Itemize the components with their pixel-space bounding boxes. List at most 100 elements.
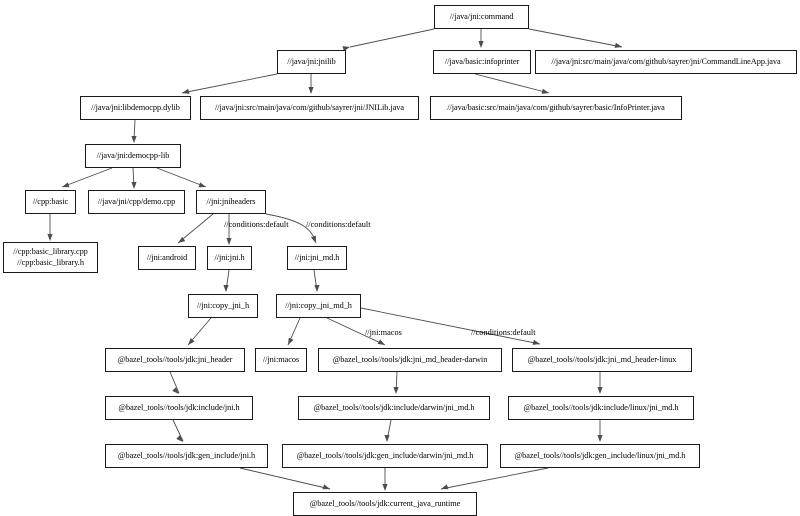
node-label-line: @bazel_tools//tools/jdk:gen_include/darw… [296, 450, 474, 460]
graph-arrowhead [382, 484, 388, 491]
node-label-line: //java/jni:src/main/java/com/github/sayr… [551, 56, 781, 66]
graph-node-jnijnih[interactable]: //jni:jni.h [207, 246, 252, 270]
graph-arrowhead [182, 88, 190, 94]
node-label-line: //jni:copy_jni_h [196, 300, 250, 310]
graph-edge-label-cond-default-jnih: //conditions:default [224, 220, 289, 229]
node-label-line: //jni:android [146, 252, 188, 262]
node-label-line: @bazel_tools//tools/jdk:gen_include/jni.… [117, 450, 256, 460]
graph-node-democpplib[interactable]: //java/jni:democpp-lib [85, 144, 181, 168]
graph-edge-label-cond-default-jnimdh: //conditions:default [306, 220, 371, 229]
node-label-line: //java/jni:libdemocpp.dylib [91, 102, 180, 112]
graph-node-copyjnimdh[interactable]: //jni:copy_jni_md_h [276, 294, 361, 318]
graph-edge-command-to-jnilib [349, 28, 435, 48]
graph-edge-copyjnimdh-to-mdheaderdarwin [326, 317, 386, 346]
graph-node-includedarwin[interactable]: @bazel_tools//tools/jdk:include/darwin/j… [298, 396, 490, 420]
graph-node-genincludedarwin[interactable]: @bazel_tools//tools/jdk:gen_include/darw… [282, 444, 488, 468]
graph-node-infoprinterjava[interactable]: //java/basic:src/main/java/com/github/sa… [430, 96, 682, 120]
node-label-line: //java/basic:infoprinter [444, 56, 520, 66]
graph-edge-jniheaders-to-jniandroid [177, 213, 214, 244]
graph-edge-includejnih-to-geninclude [172, 419, 184, 442]
graph-node-jniheader[interactable]: @bazel_tools//tools/jdk:jni_header [105, 348, 245, 372]
graph-arrowhead [131, 182, 137, 189]
graph-arrowhead [172, 387, 179, 394]
node-label-line: @bazel_tools//tools/jdk:jni_md_header-li… [527, 354, 677, 364]
graph-arrowhead [384, 435, 390, 442]
graph-node-basiclibrary[interactable]: //cpp:basic_library.cpp//cpp:basic_libra… [3, 242, 98, 273]
graph-edge-democpplib-to-cppbasic [61, 167, 113, 188]
graph-node-includelinux[interactable]: @bazel_tools//tools/jdk:include/linux/jn… [508, 396, 694, 420]
graph-arrowhead [288, 337, 294, 345]
node-label-line: //java/basic:src/main/java/com/github/sa… [447, 102, 665, 112]
graph-node-includejnih[interactable]: @bazel_tools//tools/jdk:include/jni.h [105, 396, 253, 420]
node-label-line: @bazel_tools//tools/jdk:include/darwin/j… [313, 402, 475, 412]
graph-arrowhead [393, 387, 399, 394]
graph-node-jnijnimdh[interactable]: //jni:jni_md.h [287, 246, 347, 270]
graph-arrowhead [377, 339, 385, 345]
graph-arrowhead [308, 87, 314, 94]
graph-arrowhead [342, 46, 350, 52]
graph-node-geninclude[interactable]: @bazel_tools//tools/jdk:gen_include/jni.… [105, 444, 268, 468]
graph-edge-infoprinter-to-infoprinterjava [474, 73, 550, 94]
graph-node-genincludelinux[interactable]: @bazel_tools//tools/jdk:gen_include/linu… [500, 444, 700, 468]
graph-node-jnilib[interactable]: //java/jni:jnilib [277, 50, 346, 74]
node-label-line: //jni:jni_md.h [294, 252, 340, 262]
graph-edge-label-jni-macos: //jni:macos [365, 328, 402, 337]
graph-node-command[interactable]: //java/jni:command [434, 5, 529, 29]
graph-edge-label-cond-default-linux: //conditions:default [471, 328, 536, 337]
graph-node-democpp[interactable]: //java/jni/cpp/demo.cpp [88, 190, 185, 214]
node-label-line: //cpp:basic_library.h [17, 257, 84, 267]
graph-node-cmdlineapp[interactable]: //java/jni:src/main/java/com/github/sayr… [535, 50, 797, 74]
node-label-line: //java/jni:democpp-lib [96, 150, 170, 160]
graph-arrowhead [176, 435, 183, 442]
graph-node-jniandroid[interactable]: //jni:android [138, 246, 196, 270]
graph-arrowhead [541, 88, 549, 94]
graph-arrowhead [322, 484, 330, 490]
graph-arrowhead [188, 338, 195, 345]
graph-arrowhead [478, 41, 484, 48]
graph-arrowhead [314, 285, 320, 292]
graph-arrowhead [198, 182, 206, 188]
node-label-line: //cpp:basic_library.cpp [13, 247, 88, 256]
node-label-line: @bazel_tools//tools/jdk:jni_md_header-da… [332, 354, 488, 364]
node-label-line: //jni:jniheaders [206, 196, 256, 206]
node-label-line: //cpp:basic [32, 196, 69, 206]
graph-edge-jniheader-to-includejnih [169, 371, 180, 394]
graph-node-libdemocpp[interactable]: //java/jni:libdemocpp.dylib [80, 96, 191, 120]
graph-arrowhead [441, 484, 449, 490]
graph-edge-genincludelinux-to-currentjavaruntime [440, 467, 549, 490]
graph-arrowhead [62, 182, 70, 188]
graph-arrowhead [131, 136, 137, 143]
graph-arrowhead [310, 235, 316, 243]
graph-arrowhead [532, 339, 540, 345]
graph-node-jnilibjava[interactable]: //java/jni:src/main/java/com/github/sayr… [200, 96, 419, 120]
graph-node-jnimacos[interactable]: //jni:macos [255, 348, 307, 372]
graph-arrowhead [614, 42, 622, 48]
node-label-line: //jni:macos [262, 354, 300, 364]
node-label-line: //jni:jni.h [214, 252, 245, 262]
graph-arrowhead [178, 236, 186, 243]
graph-edge-geninclude-to-currentjavaruntime [239, 467, 331, 490]
graph-edge-copyjnimdh-to-mdheaderlinux [360, 307, 541, 345]
graph-node-infoprinter[interactable]: //java/basic:infoprinter [433, 50, 531, 74]
node-label-line: //java/jni:command [449, 11, 514, 21]
graph-edge-democpplib-to-jniheaders [156, 167, 207, 188]
graph-arrowhead [47, 234, 53, 241]
graph-node-currentjavaruntime[interactable]: @bazel_tools//tools/jdk:current_java_run… [293, 492, 477, 516]
node-label-line: @bazel_tools//tools/jdk:gen_include/linu… [514, 450, 686, 460]
node-label-line: @bazel_tools//tools/jdk:current_java_run… [309, 498, 461, 508]
graph-node-cppbasic[interactable]: //cpp:basic [25, 190, 76, 214]
node-label-line: @bazel_tools//tools/jdk:jni_header [117, 354, 233, 364]
node-label-line: @bazel_tools//tools/jdk:include/linux/jn… [523, 402, 679, 412]
node-label-line: //jni:copy_jni_md_h [285, 300, 352, 310]
graph-arrowhead [226, 238, 232, 245]
graph-node-jniheaders[interactable]: //jni:jniheaders [196, 190, 266, 214]
graph-edge-command-to-cmdlineapp [528, 28, 623, 48]
graph-node-mdheaderdarwin[interactable]: @bazel_tools//tools/jdk:jni_md_header-da… [318, 348, 502, 372]
graph-node-mdheaderlinux[interactable]: @bazel_tools//tools/jdk:jni_md_header-li… [512, 348, 692, 372]
graph-arrowhead [597, 435, 603, 442]
graph-arrowhead [597, 387, 603, 394]
node-label-line: //java/jni/cpp/demo.cpp [97, 196, 176, 206]
node-label-line: //java/jni:jnilib [287, 56, 336, 66]
graph-node-copyjnih[interactable]: //jni:copy_jni_h [188, 294, 258, 318]
